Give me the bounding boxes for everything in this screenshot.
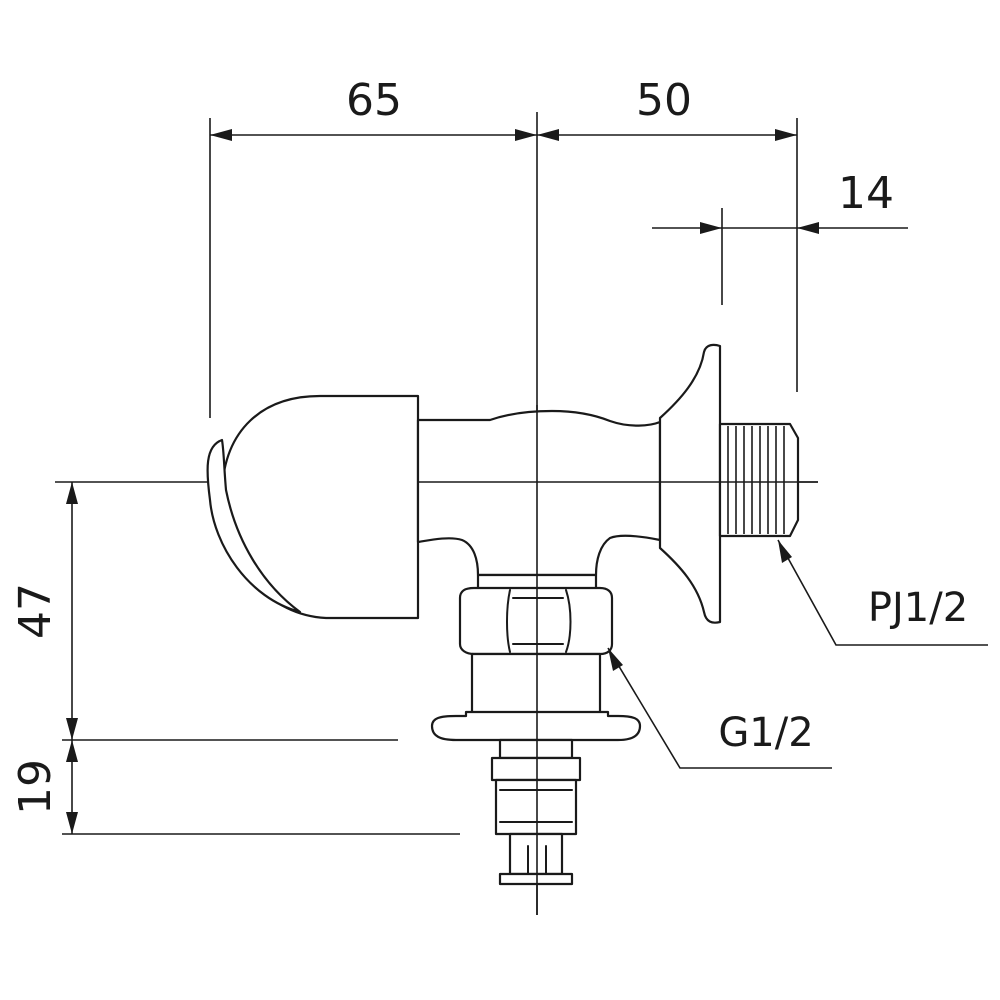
inlet-assembly	[430, 573, 642, 886]
dimension-65: 65	[209, 75, 537, 418]
dimension-19: 19	[10, 740, 460, 835]
outlet-flange	[658, 343, 722, 624]
leader-g12: G1/2	[607, 647, 832, 769]
thread-label-pj12: PJ1/2	[868, 585, 968, 631]
dimension-14: 14	[652, 168, 908, 305]
thread-label-g12: G1/2	[718, 710, 813, 756]
dim-label-47: 47	[10, 583, 61, 639]
dim-label-50: 50	[636, 75, 692, 126]
hex-nut	[458, 586, 614, 656]
handle-lever	[206, 438, 302, 614]
dim-label-19: 19	[10, 759, 61, 815]
leader-pj12: PJ1/2	[777, 539, 988, 646]
outlet-thread	[718, 422, 800, 538]
valve-body	[416, 409, 662, 577]
base-flange	[430, 710, 642, 742]
dim-label-14: 14	[838, 168, 894, 219]
dimension-47: 47	[10, 482, 398, 741]
dim-label-65: 65	[346, 75, 402, 126]
handle-cap	[206, 394, 420, 620]
dimension-50: 50	[537, 75, 798, 392]
